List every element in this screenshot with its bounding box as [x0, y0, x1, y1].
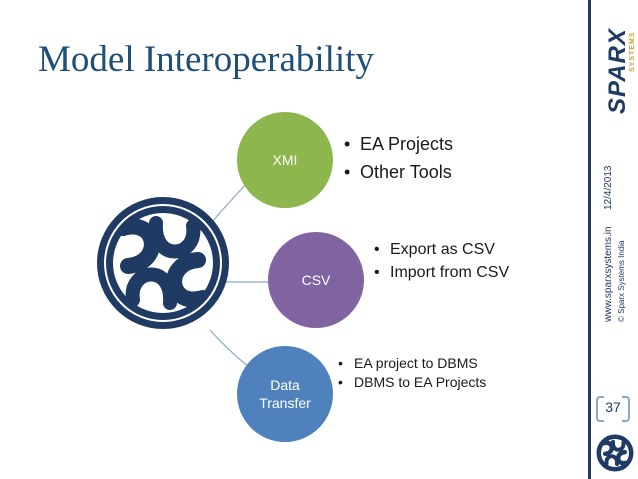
website-text: www.sparxsystems.in	[603, 226, 614, 322]
svg-text:SPARX: SPARX	[604, 27, 631, 114]
list-item: DBMS to EA Projects	[338, 373, 488, 392]
xmi-label: XMI	[272, 152, 298, 168]
bracket-left	[596, 396, 604, 422]
page-number-value: 37	[605, 399, 621, 415]
csv-bullets: Export as CSV Import from CSV	[374, 238, 524, 284]
page-number: 37	[596, 396, 630, 422]
list-item: Import from CSV	[374, 261, 524, 284]
bracket-right	[622, 396, 630, 422]
csv-circle: CSV	[268, 232, 364, 328]
data-transfer-circle: Data Transfer	[237, 346, 333, 442]
xmi-circle: XMI	[237, 112, 333, 208]
slide-title: Model Interoperability	[38, 39, 374, 80]
copyright-text: © Sparx Systems India	[617, 240, 626, 322]
list-item: Other Tools	[344, 158, 453, 186]
sparx-logo-icon	[97, 197, 229, 329]
xmi-bullets: EA Projects Other Tools	[344, 130, 453, 186]
list-item: EA project to DBMS	[338, 354, 488, 373]
list-item: EA Projects	[344, 130, 453, 158]
data-transfer-label: Data Transfer	[259, 377, 311, 411]
list-item: Export as CSV	[374, 238, 524, 261]
csv-label: CSV	[301, 272, 331, 288]
date-text: 12/4/2013	[603, 165, 614, 211]
sparx-brand-logo-icon: SPARX SYSTEMS	[598, 2, 636, 117]
data-transfer-bullets: EA project to DBMS DBMS to EA Projects	[338, 354, 488, 392]
svg-text:SYSTEMS: SYSTEMS	[629, 32, 636, 72]
sparx-small-logo-icon	[596, 434, 634, 472]
